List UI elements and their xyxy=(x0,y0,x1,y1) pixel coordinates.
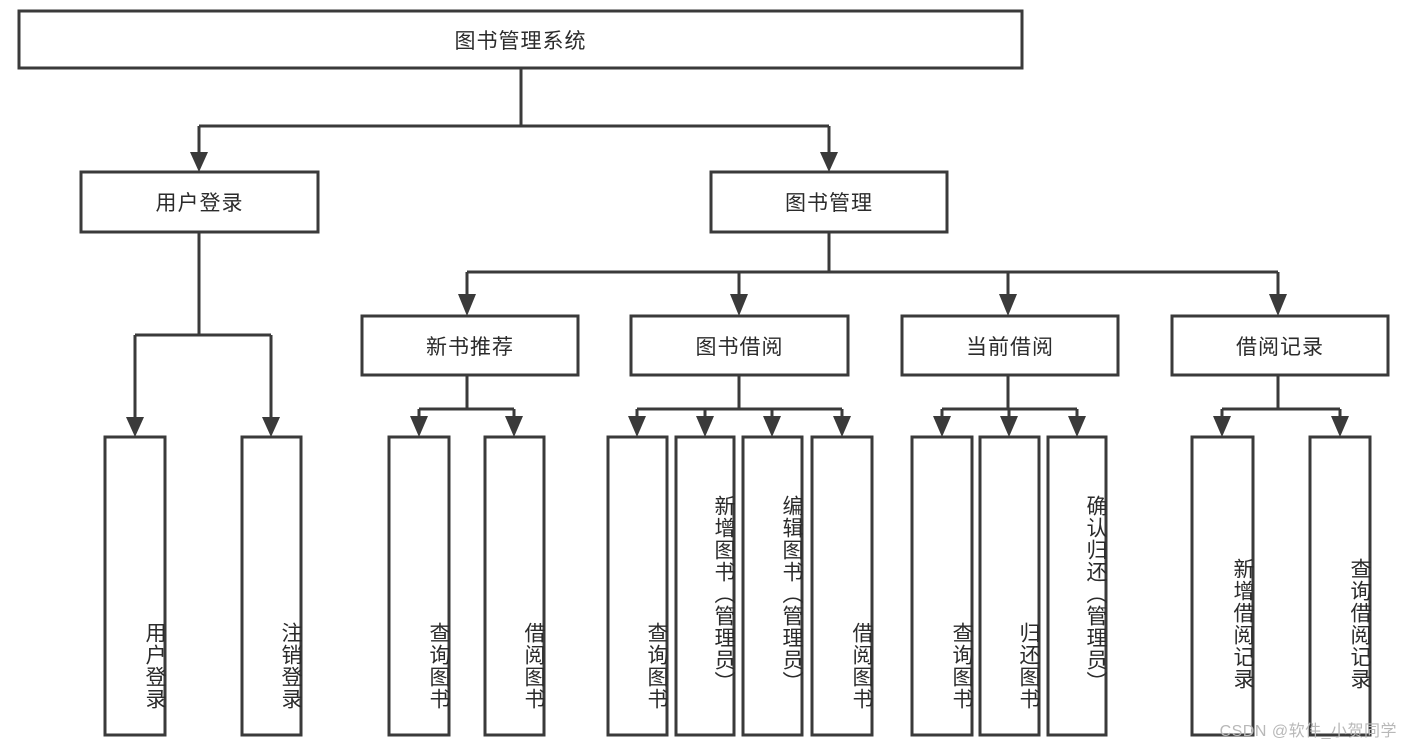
node-box-user-login[interactable] xyxy=(79,170,320,234)
arrow-head-current-borrow xyxy=(999,294,1017,316)
arrow-head-book-manage xyxy=(820,152,838,172)
arrow-head-user-login xyxy=(190,152,208,172)
node-box-leaf-query-book-3[interactable] xyxy=(910,435,974,737)
arrow-head-leaf-user-login xyxy=(126,417,144,437)
node-box-leaf-return-book[interactable] xyxy=(978,435,1041,737)
arrow-head-leaf-query-book-2 xyxy=(628,416,646,437)
node-box-leaf-borrow-book-2[interactable] xyxy=(810,435,874,737)
node-box-leaf-query-book-1[interactable] xyxy=(387,435,451,737)
arrow-head-leaf-confirm-return xyxy=(1068,416,1086,437)
arrow-head-leaf-query-record xyxy=(1331,416,1349,437)
node-box-borrow-record[interactable] xyxy=(1170,314,1390,377)
node-box-leaf-query-record[interactable] xyxy=(1308,435,1372,737)
arrow-head-leaf-add-book xyxy=(696,416,714,437)
node-box-current-borrow[interactable] xyxy=(900,314,1120,377)
arrow-head-new-book-rec xyxy=(458,294,476,316)
arrow-head-leaf-add-record xyxy=(1213,416,1231,437)
node-box-leaf-confirm-return[interactable] xyxy=(1046,435,1108,737)
arrow-head-leaf-query-book-1 xyxy=(410,416,428,437)
node-box-new-book-rec[interactable] xyxy=(360,314,580,377)
arrow-head-borrow-record xyxy=(1269,294,1287,316)
node-box-leaf-add-record[interactable] xyxy=(1190,435,1255,737)
node-box-leaf-logout[interactable] xyxy=(240,435,303,737)
arrow-head-leaf-return-book xyxy=(1000,416,1018,437)
node-box-book-manage[interactable] xyxy=(709,170,949,234)
arrow-head-leaf-borrow-book-2 xyxy=(833,416,851,437)
arrow-head-leaf-borrow-book-1 xyxy=(505,416,523,437)
node-box-leaf-user-login[interactable] xyxy=(103,435,167,737)
node-box-leaf-query-book-2[interactable] xyxy=(606,435,669,737)
node-box-root[interactable] xyxy=(17,9,1024,70)
node-box-layer xyxy=(17,9,1390,737)
node-box-book-borrow[interactable] xyxy=(629,314,850,377)
node-box-leaf-edit-book[interactable] xyxy=(741,435,804,737)
node-box-leaf-add-book[interactable] xyxy=(674,435,736,737)
csdn-watermark: CSDN @软件_小贺同学 xyxy=(1219,723,1397,740)
arrow-head-leaf-query-book-3 xyxy=(933,416,951,437)
node-box-leaf-borrow-book-1[interactable] xyxy=(483,435,546,737)
arrow-head-book-borrow xyxy=(730,294,748,316)
arrow-head-leaf-logout xyxy=(262,417,280,437)
connector-layer xyxy=(126,68,1349,437)
arrow-head-leaf-edit-book xyxy=(763,416,781,437)
